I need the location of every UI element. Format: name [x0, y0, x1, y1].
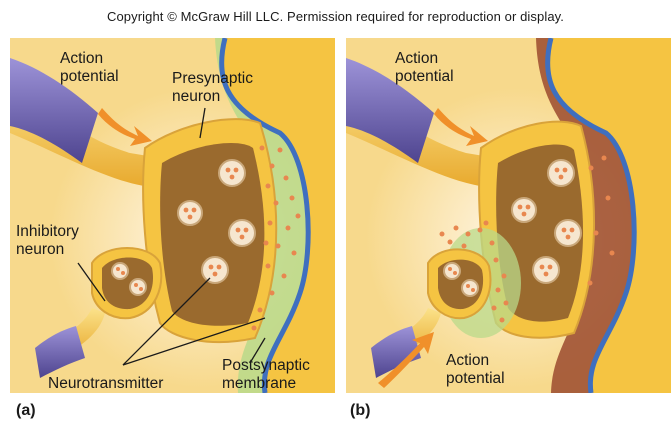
- synaptic-vesicles: [111, 159, 256, 296]
- copyright-notice: Copyright © McGraw Hill LLC. Permission …: [106, 9, 565, 24]
- vesicle-contents: [448, 167, 575, 292]
- panel-b-tag: (b): [350, 402, 371, 419]
- released-neurotransmitter: [587, 155, 615, 286]
- label-presynaptic-neuron: Presynaptic neuron: [172, 70, 253, 105]
- myelin-sheath-upper: [10, 58, 98, 163]
- action-potential-arrow: [98, 108, 152, 146]
- synaptic-vesicles: [443, 159, 582, 297]
- synaptic-cleft-dark: [536, 38, 635, 393]
- panel-a-illustration: [10, 38, 335, 393]
- postsynaptic-cell: [221, 38, 335, 393]
- vesicle-contents: [116, 167, 249, 291]
- panel-a-tag: (a): [16, 402, 36, 419]
- postsynaptic-membrane-line: [545, 38, 637, 393]
- label-postsynaptic-membrane: Postsynaptic membrane: [222, 357, 310, 392]
- postsynaptic-cell: [547, 38, 671, 393]
- label-leader-lines: [77, 107, 266, 366]
- myelin-sheath-lower: [371, 326, 421, 378]
- label-neurotransmitter: Neurotransmitter: [48, 375, 164, 392]
- released-neurotransmitter: [251, 145, 301, 331]
- action-potential-arrow-top: [434, 108, 488, 146]
- label-action-potential-b-bottom: Action potential: [446, 352, 505, 387]
- synaptic-cleft: [215, 38, 309, 393]
- postsynaptic-membrane-line: [219, 38, 311, 393]
- myelin-sheath-lower: [35, 326, 85, 378]
- action-potential-arrow-bottom: [378, 332, 434, 388]
- label-action-potential-a: Action potential: [60, 50, 119, 85]
- inhibitory-neurotransmitter: [439, 220, 509, 323]
- label-inhibitory-neuron: Inhibitory neuron: [16, 223, 79, 258]
- label-action-potential-b-top: Action potential: [395, 50, 454, 85]
- myelin-sheath-upper: [346, 58, 434, 163]
- panel-b-illustration: [346, 38, 671, 393]
- presynaptic-terminal-interior: [160, 143, 265, 326]
